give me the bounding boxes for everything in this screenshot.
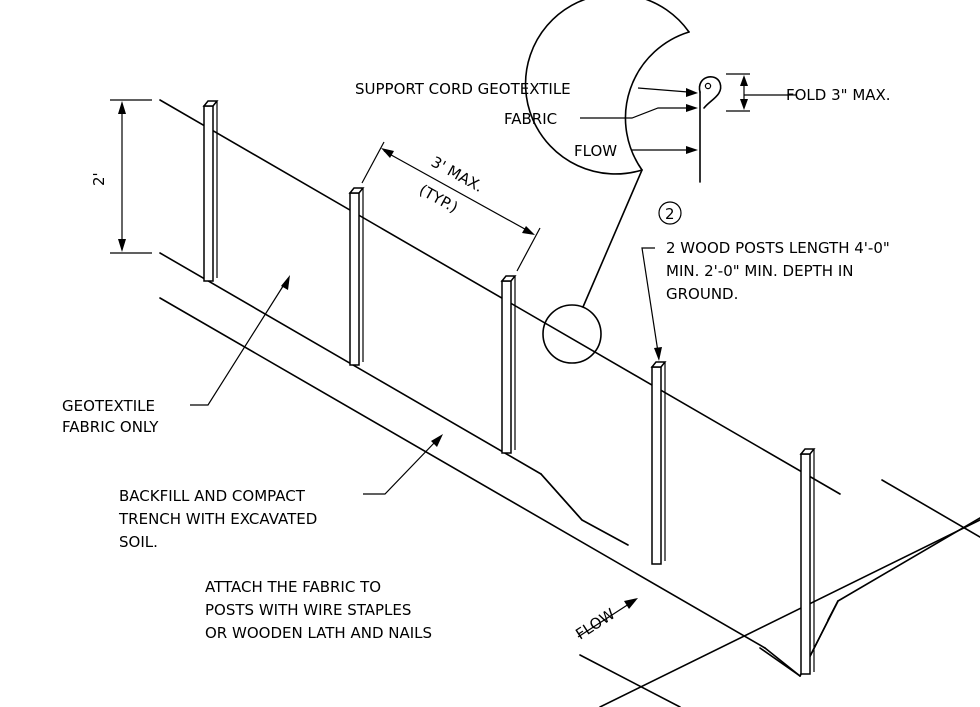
- posts-note-line3: GROUND.: [666, 285, 738, 303]
- detail-inset: [580, 73, 797, 183]
- detail-fold-label: FOLD 3" MAX.: [786, 86, 891, 104]
- wood-post-5: [799, 448, 816, 675]
- detail-support-cord-label: SUPPORT CORD GEOTEXTILE: [355, 80, 571, 98]
- backfill-note-line3: SOIL.: [119, 533, 158, 551]
- callout-number: 2: [665, 205, 675, 223]
- flow-arrow-label: FLOW: [572, 605, 618, 644]
- detail-flow-label: FLOW: [574, 142, 617, 160]
- spacing-dim-typ-label: (TYP.): [416, 181, 461, 217]
- posts-note-line2: MIN. 2'-0" MIN. DEPTH IN: [666, 262, 853, 280]
- posts-note-line1: 2 WOOD POSTS LENGTH 4'-0": [666, 239, 890, 257]
- geotextile-leader: [190, 275, 290, 406]
- geotextile-note-line2: FABRIC ONLY: [62, 418, 159, 436]
- attach-note-line3: OR WOODEN LATH AND NAILS: [205, 624, 432, 642]
- wood-post-1: [202, 100, 219, 282]
- height-dim-label: 2': [90, 172, 108, 186]
- wood-post-2: [348, 187, 365, 366]
- attach-note-line1: ATTACH THE FABRIC TO: [205, 578, 381, 596]
- geotextile-note-line1: GEOTEXTILE: [62, 397, 155, 415]
- posts-callout: 2: [641, 201, 682, 361]
- backfill-leader: [363, 434, 443, 495]
- spacing-dimension: 3' MAX. (TYP.): [361, 141, 541, 272]
- height-dimension: 2': [90, 99, 152, 254]
- detail-fabric-label: FABRIC: [504, 110, 557, 128]
- backfill-note-line2: TRENCH WITH EXCAVATED: [118, 510, 317, 528]
- attach-note-line2: POSTS WITH WIRE STAPLES: [205, 601, 411, 619]
- flow-arrow: FLOW: [572, 598, 638, 643]
- backfill-note-line1: BACKFILL AND COMPACT: [119, 487, 306, 505]
- wood-post-3: [500, 275, 517, 454]
- detail-bubble: [524, 0, 690, 364]
- wood-post-4: [650, 361, 667, 565]
